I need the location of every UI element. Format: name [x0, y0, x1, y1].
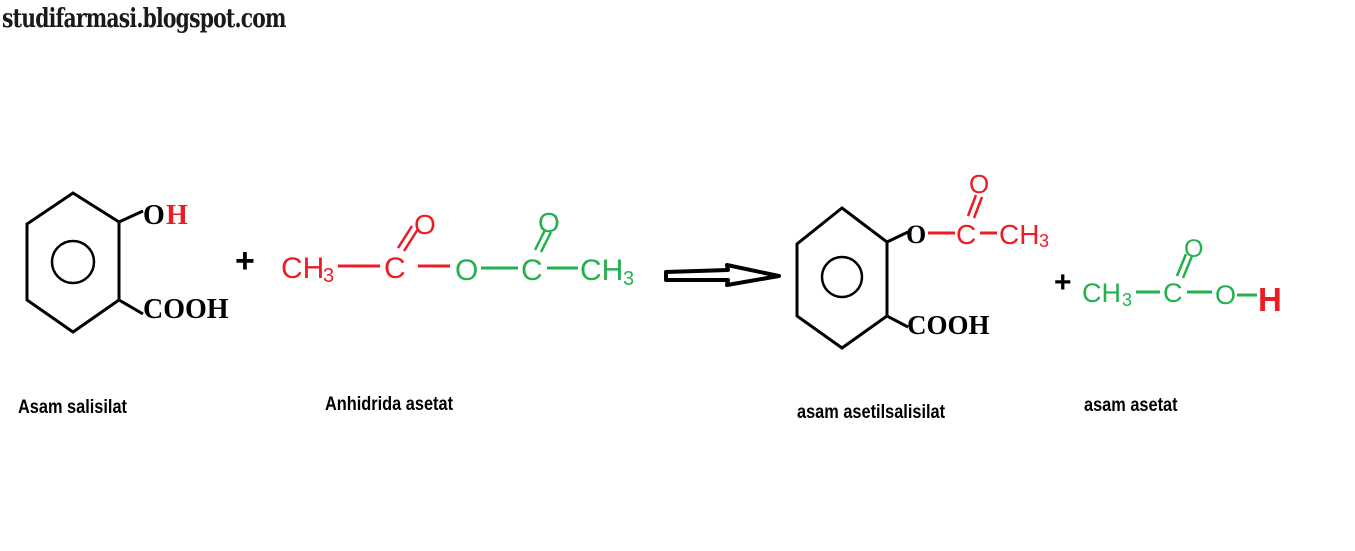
- plus-sign-1: +: [235, 242, 255, 280]
- aspirin-CH3: CH: [999, 219, 1039, 250]
- aspirin-COOH: COOH: [907, 310, 990, 340]
- plus-sign-2: +: [1054, 266, 1072, 299]
- benzene-ring-2: [795, 206, 889, 350]
- svg-text:CH: CH: [580, 254, 623, 287]
- label-acetic-anhydride: Anhidrida asetat: [325, 394, 454, 415]
- svg-text:O: O: [455, 254, 478, 287]
- reaction-arrow: [664, 263, 781, 287]
- aromatic-circle-2: [820, 255, 864, 299]
- watermark: studifarmasi.blogspot.com: [2, 4, 287, 34]
- acetic-acid-structure: CH 3 C O O H: [1082, 235, 1282, 318]
- aspirin-ring-O: O: [906, 220, 926, 249]
- svg-text:CH: CH: [281, 252, 324, 285]
- svg-text:O: O: [1215, 280, 1236, 310]
- acetic-anhydride-structure: CH 3 C O O C O CH 3: [281, 207, 634, 290]
- label-salicylic-acid: Asam salisilat: [18, 397, 128, 418]
- svg-text:O: O: [538, 207, 560, 238]
- svg-text:3: 3: [1122, 290, 1132, 310]
- aspirin-C: C: [956, 219, 976, 250]
- svg-text:C: C: [521, 254, 543, 287]
- svg-text:3: 3: [623, 268, 634, 290]
- svg-text:C: C: [384, 252, 406, 285]
- svg-text:CH: CH: [1082, 278, 1121, 308]
- salicylic-H: H: [166, 200, 188, 231]
- aspirin-carbonyl-O: O: [969, 169, 989, 199]
- acetylsalicylic-acid-structure: [795, 206, 909, 350]
- salicylic-O: O: [143, 200, 165, 231]
- salicylic-acid-structure: [25, 191, 144, 334]
- benzene-ring-1: [25, 191, 121, 334]
- salicylic-COOH: COOH: [143, 294, 229, 325]
- label-acetylsalicylic-acid: asam asetilsalisilat: [797, 402, 946, 423]
- svg-text:H: H: [1258, 281, 1282, 318]
- label-acetic-acid: asam asetat: [1084, 395, 1178, 416]
- svg-text:O: O: [414, 209, 436, 240]
- svg-text:3: 3: [323, 265, 334, 287]
- aromatic-circle-1: [50, 239, 96, 285]
- svg-text:C: C: [1163, 278, 1183, 308]
- svg-text:3: 3: [1039, 231, 1049, 251]
- svg-text:O: O: [1184, 235, 1203, 263]
